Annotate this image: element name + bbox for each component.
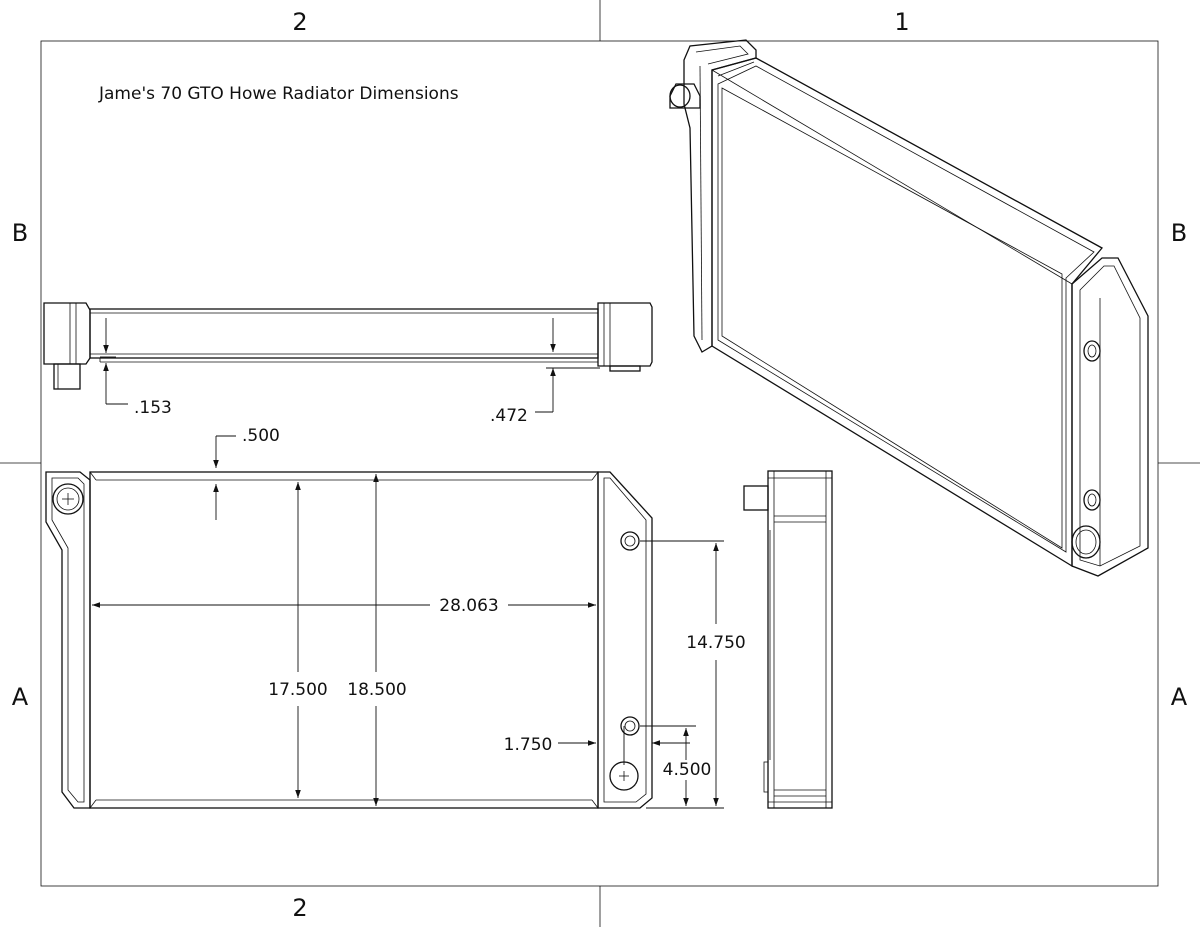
dim-label-153: .153 bbox=[134, 398, 172, 418]
side-view bbox=[743, 470, 833, 809]
dim-label-14750: 14.750 bbox=[686, 633, 745, 653]
zone-label-left-upper: B bbox=[12, 219, 28, 247]
zone-label-right-lower: A bbox=[1171, 683, 1188, 711]
dim-label-28063: 28.063 bbox=[439, 596, 498, 616]
dim-label-1750: 1.750 bbox=[504, 735, 553, 755]
isometric-view bbox=[669, 39, 1149, 577]
zone-label-top-right: 1 bbox=[894, 8, 909, 36]
inlet-circle bbox=[52, 483, 84, 515]
dim-label-500: .500 bbox=[242, 426, 280, 446]
dim-label-18500: 18.500 bbox=[347, 680, 406, 700]
dim-label-472: .472 bbox=[490, 406, 528, 426]
front-view bbox=[45, 435, 724, 809]
top-view bbox=[43, 302, 653, 413]
drawing-title: Jame's 70 GTO Howe Radiator Dimensions bbox=[98, 84, 459, 104]
zone-label-top-left: 2 bbox=[292, 8, 307, 36]
dim-label-17500: 17.500 bbox=[268, 680, 327, 700]
zone-label-left-lower: A bbox=[12, 683, 29, 711]
zone-label-bottom-left: 2 bbox=[292, 894, 307, 922]
zone-label-right-upper: B bbox=[1171, 219, 1187, 247]
dim-label-4500: 4.500 bbox=[663, 760, 712, 780]
